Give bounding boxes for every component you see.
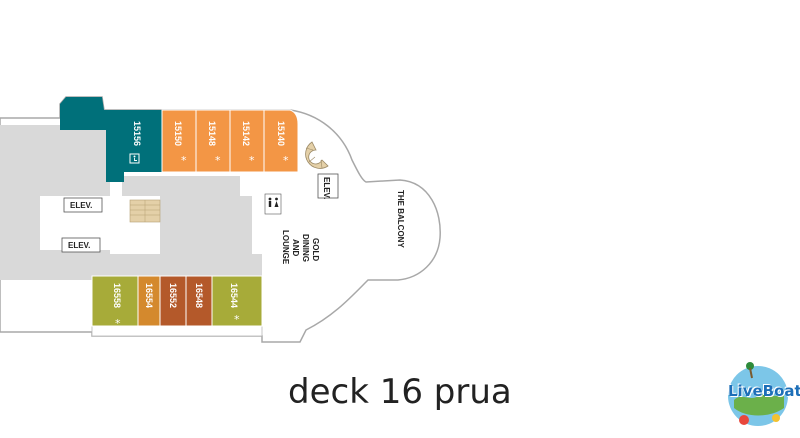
- cabin-number: 15156: [132, 121, 142, 146]
- cabin-number: 16558: [112, 283, 122, 308]
- cabin-marker: *: [283, 154, 289, 167]
- dining-label-line: AND: [291, 239, 300, 257]
- cabin-15140[interactable]: [263, 109, 299, 173]
- cabin-marker: *: [234, 313, 240, 326]
- elevator-forward: [317, 173, 339, 199]
- cabin-15142[interactable]: [229, 109, 265, 173]
- elevator-lower: [61, 237, 101, 253]
- liveboat-logo: LiveBoat.it: [720, 356, 800, 432]
- deck-caption: deck 16 prua: [288, 372, 512, 412]
- elevator-label: ELEV.: [68, 241, 90, 250]
- elevator-upper: [63, 197, 103, 213]
- cabin-15148[interactable]: [195, 109, 231, 173]
- elevator-label: ELEV.: [70, 201, 92, 210]
- cabin-marker: *: [249, 154, 255, 167]
- cabin-number: 16552: [168, 283, 178, 308]
- cabin-number: 16554: [144, 283, 154, 308]
- elevator-label: ELEV.: [322, 177, 331, 199]
- interior-block-center: [160, 196, 252, 254]
- stairs-icon: [129, 199, 161, 223]
- cabin-number: 15150: [173, 121, 183, 146]
- dining-label-line: GOLD: [311, 238, 320, 261]
- cabin-marker: *: [181, 154, 187, 167]
- cabin-number: 16544: [229, 283, 239, 308]
- spiral-staircase-icon: [305, 141, 329, 169]
- cabin-16544[interactable]: [211, 275, 263, 327]
- accessible-cabin-icon: [129, 153, 140, 164]
- cabin-16558[interactable]: [91, 275, 139, 327]
- restroom-icon: [264, 193, 282, 215]
- globe-icon: [728, 362, 788, 426]
- interior-block-aft: [0, 125, 110, 280]
- cabin-marker: *: [115, 317, 121, 330]
- dining-label-line: LOUNGE: [281, 230, 290, 265]
- balcony-label: THE BALCONY: [396, 190, 405, 248]
- cabin-number: 15142: [241, 121, 251, 146]
- logo-text: LiveBoat.it: [728, 382, 800, 400]
- cabin-16552[interactable]: [159, 275, 187, 327]
- cabin-number: 15140: [276, 121, 286, 146]
- dining-label-line: DINING: [301, 234, 310, 262]
- cabin-number: 15148: [207, 121, 217, 146]
- cabin-number: 16548: [194, 283, 204, 308]
- interior-block-mid: [122, 176, 240, 196]
- cabin-16548[interactable]: [185, 275, 213, 327]
- cabin-marker: *: [215, 154, 221, 167]
